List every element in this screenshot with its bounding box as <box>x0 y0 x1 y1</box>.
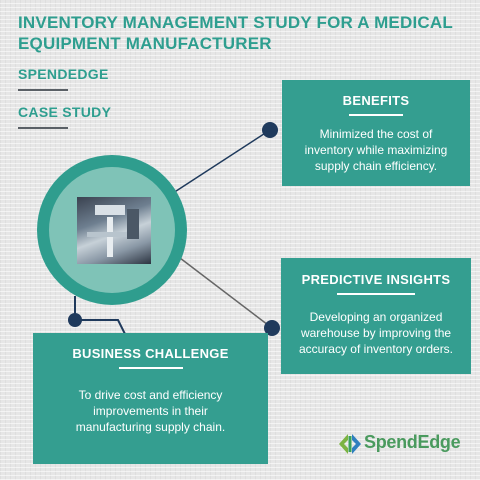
insights-card: PREDICTIVE INSIGHTS Developing an organi… <box>281 258 471 374</box>
challenge-node-dot <box>68 313 82 327</box>
page-title: INVENTORY MANAGEMENT STUDY FOR A MEDICAL… <box>18 13 453 53</box>
challenge-text: To drive cost and efficiency improvement… <box>75 388 226 434</box>
insights-connector <box>179 257 273 329</box>
insights-node-dot <box>264 320 280 336</box>
hero-circle-inner <box>49 167 175 293</box>
hero-circle <box>37 155 187 305</box>
insights-heading: PREDICTIVE INSIGHTS <box>301 272 451 287</box>
benefits-heading: BENEFITS <box>342 93 410 108</box>
case-study-label: CASE STUDY <box>18 104 112 120</box>
benefits-text: Minimized the cost of inventory while ma… <box>304 127 448 173</box>
insights-rule <box>337 293 415 295</box>
case-study-underline <box>18 127 68 129</box>
insights-text: Developing an organized warehouse by imp… <box>298 310 454 356</box>
brand-label: SPENDEDGE <box>18 66 109 82</box>
brand-underline <box>18 89 68 91</box>
benefits-card: BENEFITS Minimized the cost of inventory… <box>282 80 470 186</box>
challenge-card: BUSINESS CHALLENGE To drive cost and eff… <box>33 333 268 464</box>
benefits-rule <box>349 114 403 116</box>
spendedge-logo-icon <box>339 434 361 454</box>
medical-equipment-photo <box>77 197 151 264</box>
challenge-rule <box>118 367 183 369</box>
spendedge-logo: SpendEdge <box>336 428 466 458</box>
benefits-node-dot <box>262 122 278 138</box>
challenge-connector <box>74 296 129 341</box>
challenge-heading: BUSINESS CHALLENGE <box>72 346 229 361</box>
spendedge-logo-wordmark: SpendEdge <box>364 432 461 452</box>
benefits-connector <box>169 129 271 196</box>
